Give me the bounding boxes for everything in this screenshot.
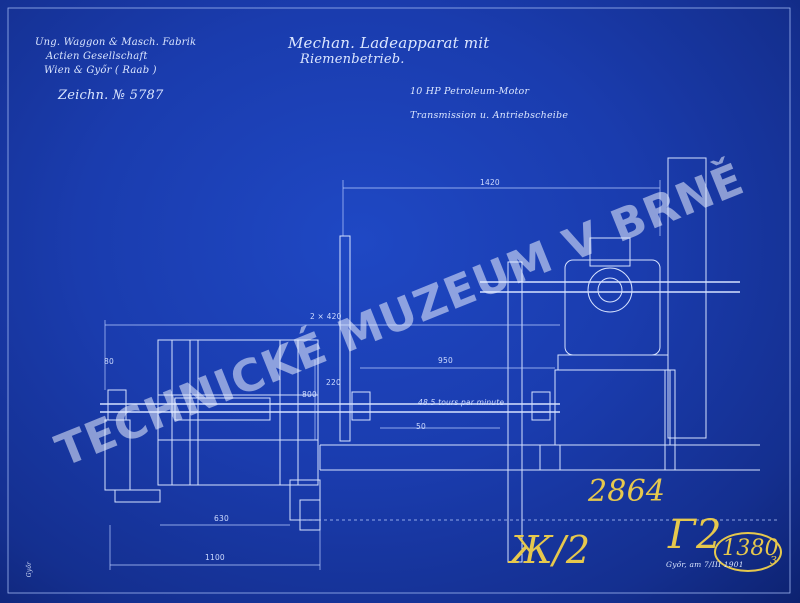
pencil-sub: 3 <box>770 554 778 567</box>
signature-right: Γ2 <box>668 512 722 558</box>
pencil-code: 1380 <box>722 536 779 561</box>
drive-column <box>507 261 523 563</box>
bearing-middle <box>351 391 371 421</box>
title-line-1: Mechan. Ladeapparat mit <box>288 34 490 52</box>
drive-pulley <box>174 397 271 421</box>
dimension-lines <box>104 180 780 570</box>
company-line-2: Actien Gesellschaft <box>46 51 148 62</box>
bearing-right <box>531 391 551 421</box>
bearing-left <box>107 389 127 421</box>
dim-950: 950 <box>438 356 453 365</box>
vertical-plate <box>339 235 351 442</box>
sheet-border <box>7 7 791 594</box>
dim-1100: 1100 <box>205 553 225 562</box>
subtitle-2: Transmission u. Antriebscheibe <box>410 110 569 121</box>
small-note: Győr <box>26 561 34 578</box>
dim-220: 220 <box>326 378 341 387</box>
stamp-circle <box>714 532 782 572</box>
dim-630: 630 <box>214 514 229 523</box>
dim-50: 50 <box>416 422 426 431</box>
title-line-2: Riemenbetrieb. <box>300 52 405 67</box>
subtitle-1: 10 HP Petroleum-Motor <box>410 86 530 97</box>
motor-cap <box>589 237 631 267</box>
flywheel <box>667 157 707 439</box>
motor-housing <box>564 259 661 356</box>
company-line-1: Ung. Waggon & Masch. Fabrik <box>35 37 197 48</box>
speed-note: 48.5 tours par minute <box>418 398 505 407</box>
dim-1420: 1420 <box>480 178 500 187</box>
signature-left: Ж/2 <box>510 528 591 572</box>
place-date: Győr, am 7/III 1901 <box>666 560 744 569</box>
pencil-number: 2864 <box>588 474 666 509</box>
dim-800: 800 <box>302 390 317 399</box>
motor-base <box>554 369 671 446</box>
dim-2x420: 2 × 420 <box>310 312 342 321</box>
drawing-number: Zeichn. № 5787 <box>58 88 164 103</box>
company-line-3: Wien & Győr ( Raab ) <box>44 65 157 76</box>
dim-80: 80 <box>104 357 114 366</box>
